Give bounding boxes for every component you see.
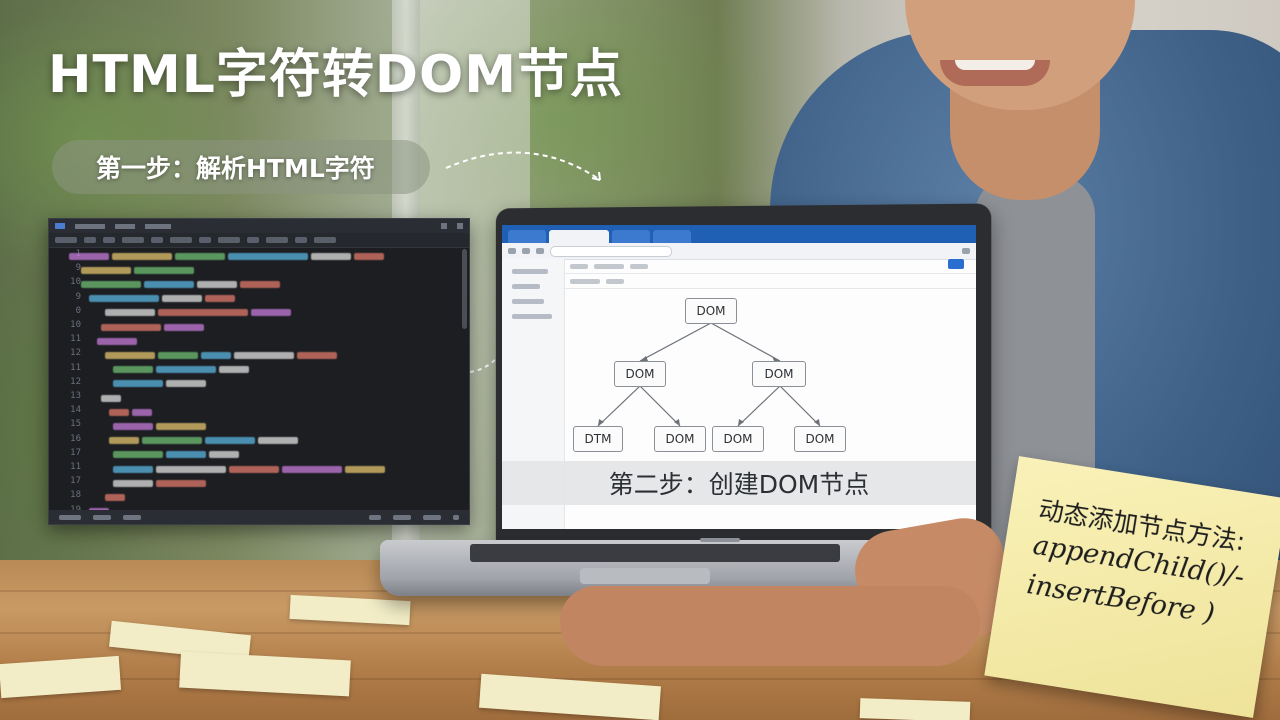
menu-icon[interactable] (962, 248, 970, 254)
line-number: 11 (70, 334, 81, 345)
line-number: 10 (70, 277, 81, 288)
code-editor-window: 1910901011121112131415161711171819 (48, 218, 470, 525)
code-line (81, 265, 197, 274)
code-line (97, 336, 140, 345)
dom-tree-edges (597, 322, 821, 427)
editor-toolbar (49, 233, 469, 248)
code-line (81, 279, 283, 288)
code-line (113, 450, 242, 459)
line-number: 14 (70, 405, 81, 416)
dom-node: DOM (614, 361, 666, 387)
code-line (89, 294, 238, 303)
line-number: 11 (70, 362, 81, 373)
dom-node: DOM (712, 426, 764, 452)
devtools-subbar (564, 274, 976, 289)
line-number: 17 (70, 447, 81, 458)
step1-label: 第一步：解析HTML字符 (52, 140, 430, 194)
step2-label: 第二步：创建DOM节点 (502, 461, 976, 505)
laptop-screen: DOM DOM DOM DTM DOM DOM DOM 第二步：创建DOM节点 (502, 225, 976, 529)
code-line (113, 421, 209, 430)
browser-tab[interactable] (508, 230, 546, 243)
code-line (113, 478, 209, 487)
devtools-panel (564, 259, 976, 529)
dom-node: DOM (654, 426, 706, 452)
action-button[interactable] (948, 259, 964, 269)
line-number: 19 (55, 505, 81, 515)
code-line (105, 350, 340, 359)
editor-statusbar (49, 510, 469, 524)
browser-tab[interactable] (653, 230, 691, 243)
line-number: 12 (70, 348, 81, 359)
dashed-arrow-icon (469, 339, 509, 373)
devtools-toolbar (564, 259, 976, 274)
editor-scrollbar[interactable] (462, 249, 467, 329)
browser-tabbar (502, 225, 976, 243)
reload-icon[interactable] (536, 248, 544, 254)
url-input[interactable] (550, 245, 672, 257)
code-line (101, 393, 124, 402)
code-line (113, 464, 388, 473)
line-number: 13 (70, 391, 81, 401)
browser-address-bar (502, 243, 976, 260)
laptop-hinge (700, 538, 740, 542)
code-line (113, 365, 252, 374)
code-line (113, 379, 209, 388)
browser-tab[interactable] (549, 230, 609, 243)
person-forearm (560, 586, 980, 666)
sticky-note: 动态添加节点方法: appendChild()/- insertBefore ) (984, 456, 1280, 718)
dom-node-root: DOM (685, 298, 737, 324)
line-number: 11 (70, 462, 81, 472)
dom-node: DOM (752, 361, 806, 387)
back-icon[interactable] (508, 248, 516, 254)
dom-node: DTM (573, 426, 623, 452)
paper-note (859, 698, 971, 720)
code-line (69, 251, 387, 260)
line-number: 9 (75, 263, 81, 274)
code-line (109, 436, 301, 445)
line-number: 17 (70, 476, 81, 487)
forward-icon[interactable] (522, 248, 530, 254)
browser-tab[interactable] (612, 230, 650, 243)
code-line (105, 308, 294, 317)
code-line (105, 492, 128, 501)
person-teeth (955, 60, 1035, 70)
line-number: 0 (75, 305, 81, 316)
line-number: 16 (70, 433, 81, 444)
line-number: 18 (70, 490, 81, 501)
editor-menubar (49, 219, 469, 233)
editor-code-area: 1910901011121112131415161711171819 (49, 247, 461, 516)
dashed-arrow-icon (445, 151, 601, 181)
line-number: 10 (70, 320, 81, 330)
line-number: 12 (70, 376, 81, 387)
code-line (109, 407, 155, 416)
dom-node: DOM (794, 426, 846, 452)
line-number: 9 (75, 291, 81, 302)
slide-title: HTML字符转DOM节点 (48, 45, 623, 105)
code-line (101, 322, 207, 331)
line-number: 15 (70, 419, 81, 430)
laptop-keyboard (470, 544, 840, 562)
laptop-trackpad (580, 568, 710, 584)
